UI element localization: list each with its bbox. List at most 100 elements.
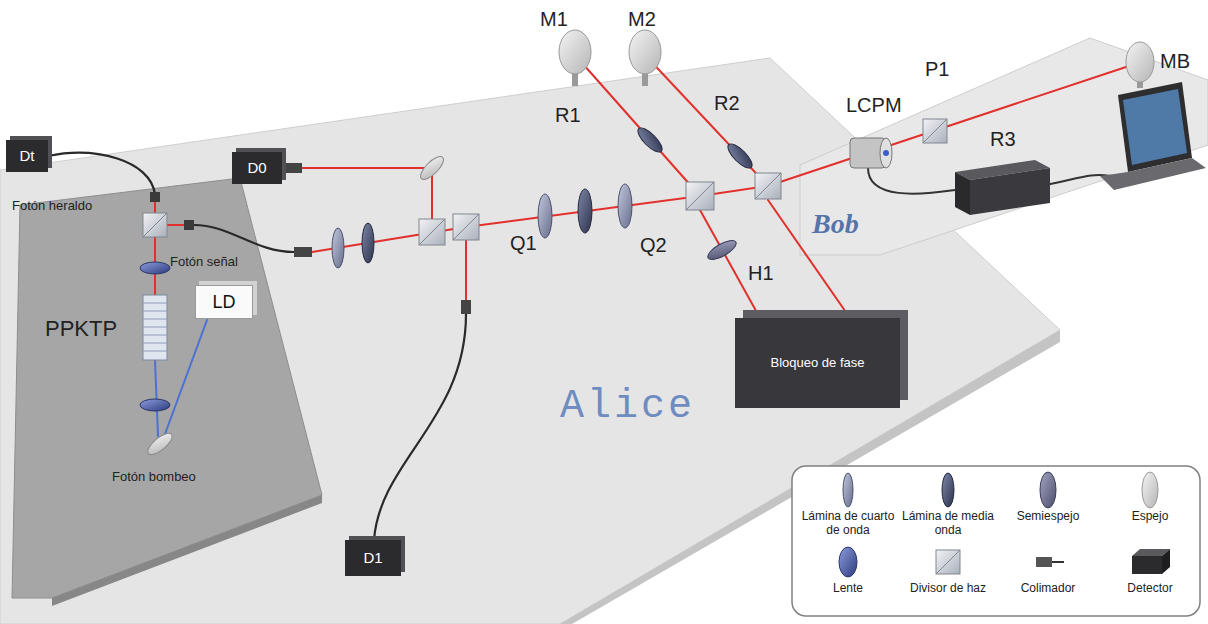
- component-label: Dt: [20, 147, 35, 164]
- legend-icons: [843, 473, 853, 507]
- part-label: MB: [1160, 50, 1190, 73]
- part-label: H1: [748, 262, 774, 285]
- mirrors: [559, 30, 591, 74]
- alice-optics: [538, 194, 552, 238]
- detector: D1: [345, 540, 401, 576]
- legend-frame: [792, 466, 1200, 616]
- legend-label: Lámina de media onda: [902, 509, 994, 537]
- table-title: Bob: [812, 208, 859, 240]
- source-optics: [140, 192, 194, 458]
- component-label: LD: [212, 292, 235, 313]
- source-optics: [143, 335, 167, 336]
- legend-entry: Colimador: [1000, 582, 1096, 596]
- legend-icons: [839, 547, 857, 577]
- alice-optics: [419, 219, 445, 245]
- legend-icons: [936, 550, 960, 574]
- legend-icons: [1162, 549, 1170, 574]
- source-optics: [143, 319, 167, 320]
- laser-beams: [155, 360, 158, 436]
- alice-optics: [362, 223, 374, 263]
- alice-optics: [294, 247, 312, 257]
- alice-optics: [284, 163, 302, 173]
- part-label: Q2: [640, 234, 667, 257]
- alice-table: Alice LD DtD0D1 Bloqueo de fase: [0, 0, 1060, 624]
- alice-optics: [755, 173, 781, 199]
- table-title: Alice: [560, 384, 695, 430]
- bob-equipment: [880, 138, 892, 168]
- legend-entry: Lámina de cuarto de onda: [800, 510, 896, 538]
- laser-diode: LD: [195, 285, 253, 319]
- legend-label: Colimador: [1021, 581, 1076, 595]
- part-label: P1: [925, 58, 949, 81]
- legend-frame: [792, 466, 1200, 616]
- legend-icons: [936, 550, 960, 574]
- laser-beams: [167, 224, 184, 226]
- part-label: PPKTP: [45, 316, 117, 341]
- part-label: Q1: [510, 232, 537, 255]
- component-label: D1: [363, 549, 382, 566]
- source-optics: [143, 303, 167, 304]
- legend-icons: [1052, 561, 1064, 563]
- alice-optics: [618, 184, 632, 228]
- legend-label: Divisor de haz: [910, 581, 986, 595]
- legend-entry: Semiespejo: [1000, 510, 1096, 524]
- alice-optics: [453, 214, 479, 240]
- source-optics: [140, 399, 170, 411]
- legend-label: Lámina de cuarto de onda: [802, 509, 895, 537]
- source-optics: [143, 343, 167, 344]
- source-optics: [143, 311, 167, 312]
- alice-optics: [686, 182, 714, 210]
- part-label: Fotón señal: [170, 255, 238, 270]
- part-label: Fotón heraldo: [12, 199, 92, 214]
- legend-entry: Lámina de media onda: [900, 510, 996, 538]
- part-label: R1: [555, 104, 581, 127]
- detector: Dt: [6, 140, 48, 172]
- legend-icons: [942, 473, 954, 507]
- legend-icons: [1036, 557, 1052, 567]
- bob-equipment: [1123, 89, 1187, 165]
- table-outline: [0, 0, 1060, 624]
- phase-lock-box: Bloqueo de fase: [735, 318, 900, 408]
- part-label: M2: [628, 8, 656, 31]
- alice-optics: [578, 189, 592, 233]
- alice-optics: [419, 219, 445, 245]
- source-optics: [143, 303, 167, 351]
- alice-optics: [686, 182, 714, 210]
- detector: D0: [232, 152, 282, 184]
- alice-optics: [332, 228, 344, 268]
- component-label: Bloqueo de fase: [771, 356, 865, 371]
- part-label: R3: [990, 128, 1016, 151]
- component-label: D0: [247, 159, 266, 176]
- legend-entry: Espejo: [1102, 510, 1198, 524]
- source-optics: [143, 213, 167, 237]
- legend-icons: [839, 472, 1170, 577]
- bob-equipment: [1118, 82, 1192, 172]
- legend-entry: Detector: [1102, 582, 1198, 596]
- laser-beams: [165, 320, 207, 434]
- table-surface: [800, 38, 1208, 255]
- legend-label: Semiespejo: [1017, 509, 1080, 523]
- legend-label: Espejo: [1132, 509, 1169, 523]
- legend-label: Lente: [833, 581, 863, 595]
- source-optics: [143, 327, 167, 328]
- legend-entry: Lente: [800, 582, 896, 596]
- bob-equipment: [883, 150, 889, 156]
- part-label: R2: [714, 92, 740, 115]
- source-optics: [143, 213, 167, 237]
- legend-icons: [1132, 556, 1162, 574]
- legend-label: Detector: [1127, 581, 1172, 595]
- legend-icons: [1142, 472, 1158, 508]
- source-optics: [184, 220, 194, 230]
- bob-equipment: [923, 119, 947, 143]
- alice-optics: [461, 300, 471, 314]
- part-label: LCPM: [846, 94, 902, 117]
- legend-icons: [1040, 472, 1056, 508]
- source-optics: [145, 430, 176, 458]
- part-label: M1: [540, 8, 568, 31]
- legend-entry: Divisor de haz: [900, 582, 996, 596]
- part-label: Fotón bombeo: [112, 470, 196, 485]
- bob-equipment: [970, 168, 1050, 215]
- source-optics: [140, 262, 170, 274]
- alice-optics: [755, 173, 781, 199]
